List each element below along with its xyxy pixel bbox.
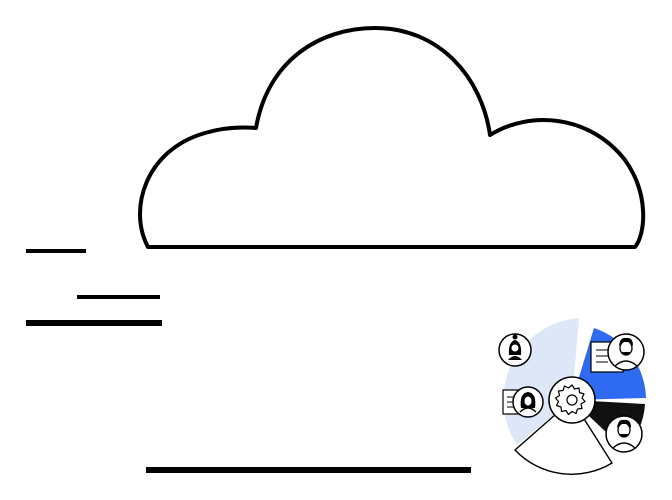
wheel-sector-outline bbox=[514, 399, 613, 475]
person-avatar-icon bbox=[512, 386, 544, 418]
gear-icon bbox=[548, 376, 596, 424]
team-settings-wheel bbox=[498, 318, 646, 475]
person-avatar-icon bbox=[605, 415, 643, 453]
cloud-icon bbox=[138, 26, 646, 249]
speed-lines bbox=[26, 249, 471, 473]
person-avatar-icon bbox=[498, 333, 532, 367]
person-avatar-icon bbox=[607, 333, 645, 371]
